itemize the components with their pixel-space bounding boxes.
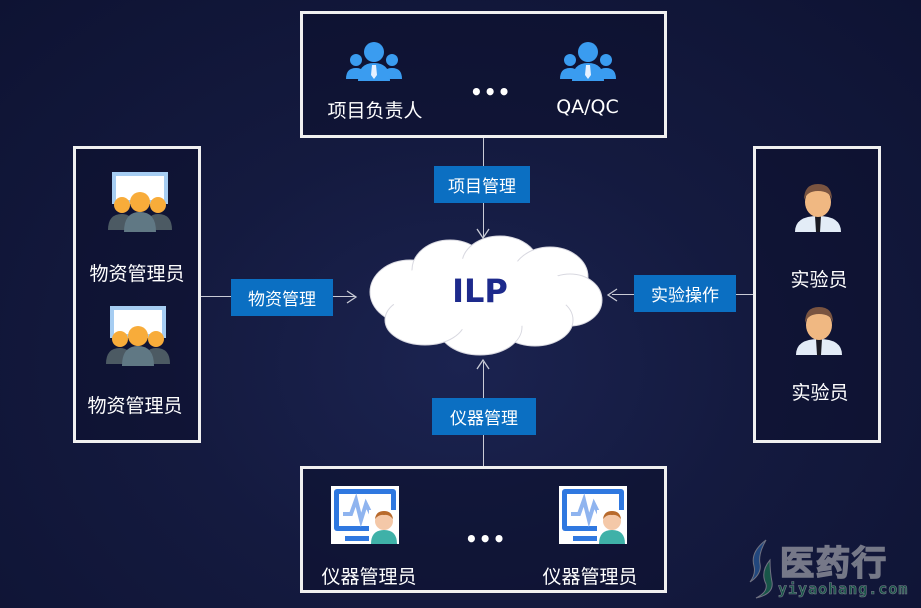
tag-material-management[interactable]: 物资管理 [231,279,333,316]
monitor-user-icon [559,486,627,544]
arrow-left-icon [606,288,618,302]
role-label-instrument-manager: 仪器管理员 [321,566,417,588]
group-users-icon [560,42,616,81]
role-label-instrument-manager: 仪器管理员 [542,566,638,588]
monitor-user-icon [331,486,399,544]
watermark-url: yiyaohang.com [778,580,909,599]
ellipsis: ••• [470,80,512,104]
role-label-project-lead: 项目负责人 [327,100,423,122]
tag-experiment-operation[interactable]: 实验操作 [634,275,736,312]
role-label-lab-technician: 实验员 [790,269,848,291]
arrow-down-icon [476,228,490,240]
presentation-audience-icon [108,172,172,232]
arrow-right-icon [346,290,358,304]
arrow-up-icon [476,358,490,370]
center-label: ILP [452,272,508,310]
role-label-lab-technician: 实验员 [791,382,849,404]
person-icon [796,307,842,355]
person-icon [795,184,841,232]
ellipsis: ••• [465,527,507,551]
watermark-logo-icon [749,539,773,599]
watermark-text: 医药行 [779,543,888,585]
role-label-qa-qc: QA/QC [556,96,619,118]
role-label-material-manager: 物资管理员 [87,395,183,417]
group-users-icon [346,42,402,81]
cloud-shape [369,235,603,356]
presentation-audience-icon [106,306,170,366]
tag-project-management[interactable]: 项目管理 [434,166,530,203]
tag-instrument-management[interactable]: 仪器管理 [432,398,536,435]
role-label-material-manager: 物资管理员 [89,263,185,285]
